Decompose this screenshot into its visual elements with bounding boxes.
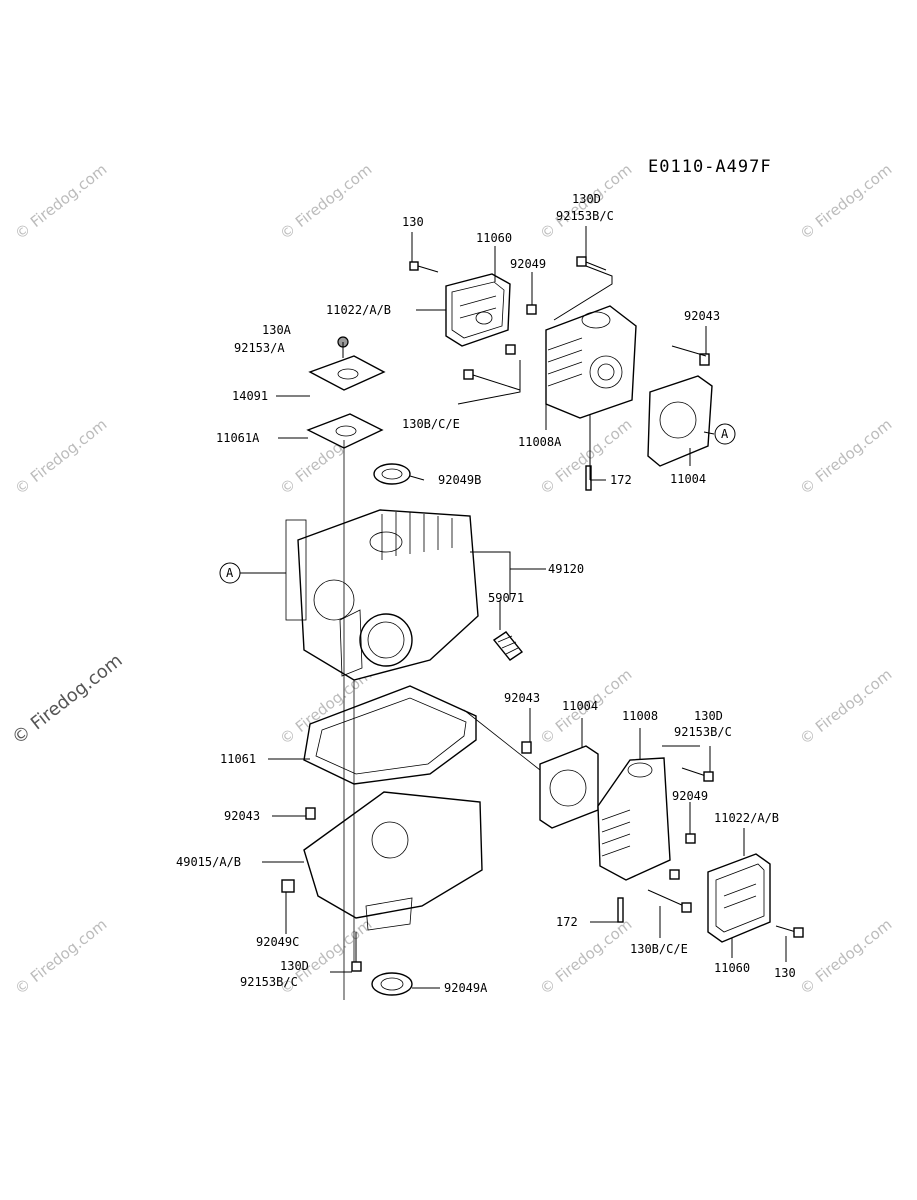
part-label: 14091 xyxy=(232,389,268,403)
part-label: 92153B/C xyxy=(674,725,732,739)
oil-seal-92049A xyxy=(371,972,413,996)
part-label: 59071 xyxy=(488,591,524,605)
nut-92049-bot-b xyxy=(669,869,680,880)
nut-92049-bot xyxy=(685,833,696,844)
leader-lines xyxy=(240,226,787,1000)
part-label: 92153B/C xyxy=(240,975,298,989)
part-label: 11004 xyxy=(562,699,598,713)
reference-marker-a: A xyxy=(219,562,241,584)
dowel-92043-bot xyxy=(305,807,316,820)
svg-text:A: A xyxy=(721,427,729,441)
watermark: © Firedog.com xyxy=(796,915,895,998)
part-label: 11060 xyxy=(476,231,512,245)
watermark: © Firedog.com xyxy=(796,160,895,243)
crankcase-49120 xyxy=(285,509,479,681)
filter-59071 xyxy=(492,631,524,661)
diagram-code: E0110-A497F xyxy=(648,157,772,177)
cylinder-head-top xyxy=(545,305,637,419)
nut-92049-top-b xyxy=(505,344,516,355)
part-label: 11004 xyxy=(670,472,706,486)
plate-14091 xyxy=(308,355,386,391)
gasket-11061 xyxy=(303,685,477,785)
watermark: © Firedog.com xyxy=(796,415,895,498)
bolt-130D-left xyxy=(351,932,362,972)
part-label: 92049C xyxy=(256,935,299,949)
part-label: 92043 xyxy=(684,309,720,323)
watermark: © Firedog.com xyxy=(536,915,635,998)
part-label: 92049 xyxy=(672,789,708,803)
cylinder-head-bot xyxy=(597,757,671,881)
watermark-large: © Firedog.com xyxy=(8,650,126,749)
part-label: 130D xyxy=(572,192,601,206)
part-label: 11060 xyxy=(714,961,750,975)
seal-92049C xyxy=(281,879,295,893)
nut-92049-top xyxy=(526,304,537,315)
bolt-130BCE-top xyxy=(463,369,521,391)
part-label: 11061A xyxy=(216,431,260,445)
part-label: 49120 xyxy=(548,562,584,576)
part-label: 92049B xyxy=(438,473,481,487)
part-labels: 130 11060 130D 92153B/C 92049 11022/A/B … xyxy=(176,192,796,995)
part-label: 92049 xyxy=(510,257,546,271)
part-label: 11008 xyxy=(622,709,658,723)
stud-172-top xyxy=(585,465,592,491)
svg-text:A: A xyxy=(226,566,234,580)
watermark: © Firedog.com xyxy=(11,160,110,243)
part-label: 11022/A/B xyxy=(714,811,779,825)
part-label: 130 xyxy=(402,215,424,229)
bolt-130D-top xyxy=(576,256,607,271)
bolt-130-bot xyxy=(775,925,804,938)
watermark: © Firedog.com xyxy=(11,915,110,998)
bolt-130BCE-bot xyxy=(647,889,692,913)
dowel-92043-top xyxy=(699,353,710,366)
part-label: 130D xyxy=(280,959,309,973)
crankcase-lower-49015 xyxy=(303,791,483,931)
watermark: © Firedog.com xyxy=(796,665,895,748)
stud-172-bot xyxy=(617,897,624,923)
dowel-92043-mid xyxy=(521,741,532,754)
head-gasket-top xyxy=(647,375,713,467)
part-label: 92049A xyxy=(444,981,488,995)
part-label: 92043 xyxy=(224,809,260,823)
gasket-11061A xyxy=(306,413,384,449)
part-label: 130 xyxy=(774,966,796,980)
head-gasket-bot xyxy=(539,745,599,829)
head-cover-bot xyxy=(707,853,771,943)
parts xyxy=(281,256,804,996)
part-label: 49015/A/B xyxy=(176,855,241,869)
part-label: 92153B/C xyxy=(556,209,614,223)
part-label: 92153/A xyxy=(234,341,285,355)
part-label: 172 xyxy=(556,915,578,929)
bolt-130-top xyxy=(409,261,439,273)
bolt-130D-bot xyxy=(681,767,714,782)
reference-marker-a: A xyxy=(714,423,736,445)
part-label: 92043 xyxy=(504,691,540,705)
part-label: 11008A xyxy=(518,435,562,449)
head-cover-top xyxy=(445,273,511,347)
part-label: 130B/C/E xyxy=(402,417,460,431)
oil-seal-92049B xyxy=(373,463,411,485)
part-label: 11061 xyxy=(220,752,256,766)
part-label: 130D xyxy=(694,709,723,723)
part-label: 130A xyxy=(262,323,292,337)
part-label: 130B/C/E xyxy=(630,942,688,956)
watermark: © Firedog.com xyxy=(11,415,110,498)
watermark: © Firedog.com xyxy=(276,160,375,243)
part-label: 172 xyxy=(610,473,632,487)
part-label: 11022/A/B xyxy=(326,303,391,317)
